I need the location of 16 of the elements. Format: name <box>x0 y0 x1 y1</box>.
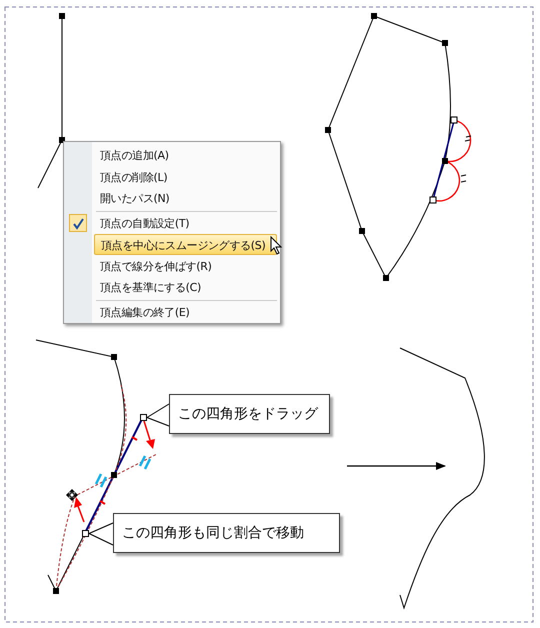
menu-item: 頂点の追加(A) <box>99 148 170 164</box>
callout-pointer <box>88 522 114 546</box>
menu-item: 開いたパス(N) <box>99 191 170 207</box>
callout-box: この四角形をドラッグ <box>169 394 330 434</box>
menu-item: 頂点の削除(L) <box>99 170 168 186</box>
menu-item: 頂点で線分を伸ばす(R) <box>99 258 213 274</box>
callout-pointer <box>146 404 170 426</box>
menu-item: 頂点編集の終了(E) <box>99 304 191 320</box>
context-menu <box>63 141 281 324</box>
arrow <box>347 462 446 470</box>
menu-item: 頂点の自動設定(T) <box>99 216 190 232</box>
handle-square <box>82 530 89 537</box>
menu-item: 頂点を基準にする(C) <box>99 280 202 296</box>
handle-square <box>140 414 147 421</box>
callout-box: この四角形も同じ割合で移動 <box>113 513 340 553</box>
menu-item: 頂点を中心にスムージングする(S) <box>94 234 277 255</box>
